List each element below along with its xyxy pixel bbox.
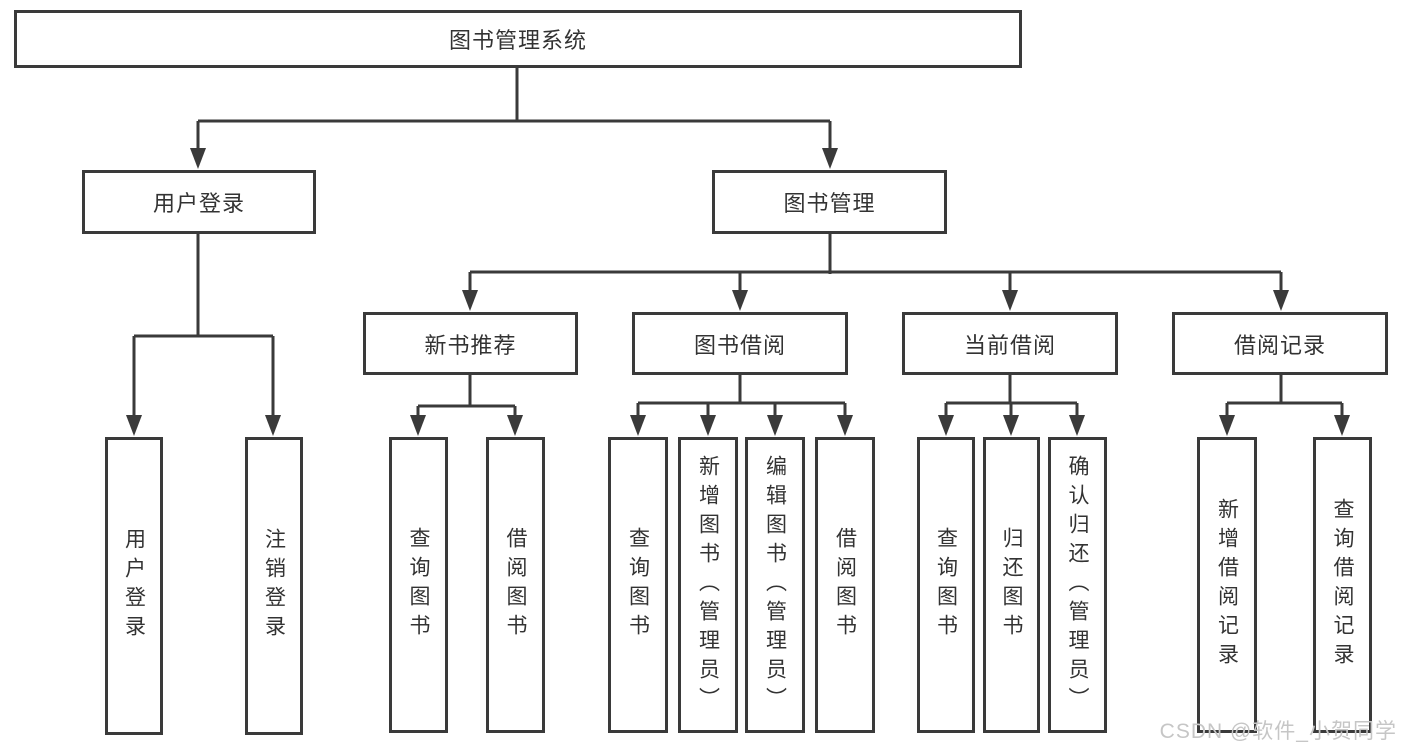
leaf-logout: 注销登录 bbox=[245, 437, 303, 735]
leaf-user-login-label: 用户登录 bbox=[122, 528, 146, 644]
leaf-add-book-admin: 新增图书（管理员） bbox=[678, 437, 738, 733]
leaf-query-books-recommend-label: 查询图书 bbox=[407, 527, 430, 643]
node-book-borrow: 图书借阅 bbox=[632, 312, 848, 375]
node-new-book-recommend-label: 新书推荐 bbox=[424, 332, 517, 358]
leaf-logout-label: 注销登录 bbox=[262, 528, 286, 644]
leaf-query-borrow-record-label: 查询借阅记录 bbox=[1331, 498, 1354, 672]
leaf-add-book-admin-label: 新增图书（管理员） bbox=[696, 454, 720, 716]
leaf-query-books-borrow-label: 查询图书 bbox=[626, 527, 650, 643]
leaf-query-books-current-label: 查询图书 bbox=[934, 527, 958, 643]
leaf-query-books-current: 查询图书 bbox=[917, 437, 975, 733]
leaf-confirm-return-admin: 确认归还（管理员） bbox=[1048, 437, 1107, 733]
leaf-borrow-books-recommend-label: 借阅图书 bbox=[504, 527, 527, 643]
node-borrow-records: 借阅记录 bbox=[1172, 312, 1388, 375]
node-user-login: 用户登录 bbox=[82, 170, 316, 234]
leaf-return-book: 归还图书 bbox=[983, 437, 1040, 733]
leaf-query-borrow-record: 查询借阅记录 bbox=[1313, 437, 1372, 733]
node-root: 图书管理系统 bbox=[14, 10, 1022, 68]
node-current-borrow: 当前借阅 bbox=[902, 312, 1118, 375]
arrowheads bbox=[126, 148, 1350, 436]
leaf-query-books-borrow: 查询图书 bbox=[608, 437, 668, 733]
leaf-add-borrow-record-label: 新增借阅记录 bbox=[1215, 498, 1239, 672]
node-borrow-records-label: 借阅记录 bbox=[1233, 332, 1326, 358]
csdn-watermark: CSDN @软件_小贺同学 bbox=[1159, 720, 1397, 743]
node-book-management: 图书管理 bbox=[712, 170, 947, 234]
node-new-book-recommend: 新书推荐 bbox=[363, 312, 578, 375]
node-user-login-label: 用户登录 bbox=[152, 191, 245, 216]
leaf-query-books-recommend: 查询图书 bbox=[389, 437, 448, 733]
leaf-edit-book-admin: 编辑图书（管理员） bbox=[745, 437, 805, 733]
leaf-confirm-return-admin-label: 确认归还（管理员） bbox=[1066, 454, 1089, 716]
node-book-borrow-label: 图书借阅 bbox=[693, 332, 786, 358]
leaf-borrow-books-recommend: 借阅图书 bbox=[486, 437, 545, 733]
leaf-borrow-books-borrow-label: 借阅图书 bbox=[833, 527, 857, 643]
connector-stems bbox=[132, 68, 1344, 416]
leaf-user-login: 用户登录 bbox=[105, 437, 163, 735]
node-book-management-label: 图书管理 bbox=[783, 191, 876, 216]
node-root-label: 图书管理系统 bbox=[448, 28, 587, 53]
node-current-borrow-label: 当前借阅 bbox=[963, 332, 1056, 358]
leaf-borrow-books-borrow: 借阅图书 bbox=[815, 437, 875, 733]
leaf-add-borrow-record: 新增借阅记录 bbox=[1197, 437, 1257, 733]
leaf-edit-book-admin-label: 编辑图书（管理员） bbox=[763, 454, 787, 716]
leaf-return-book-label: 归还图书 bbox=[1000, 527, 1023, 643]
